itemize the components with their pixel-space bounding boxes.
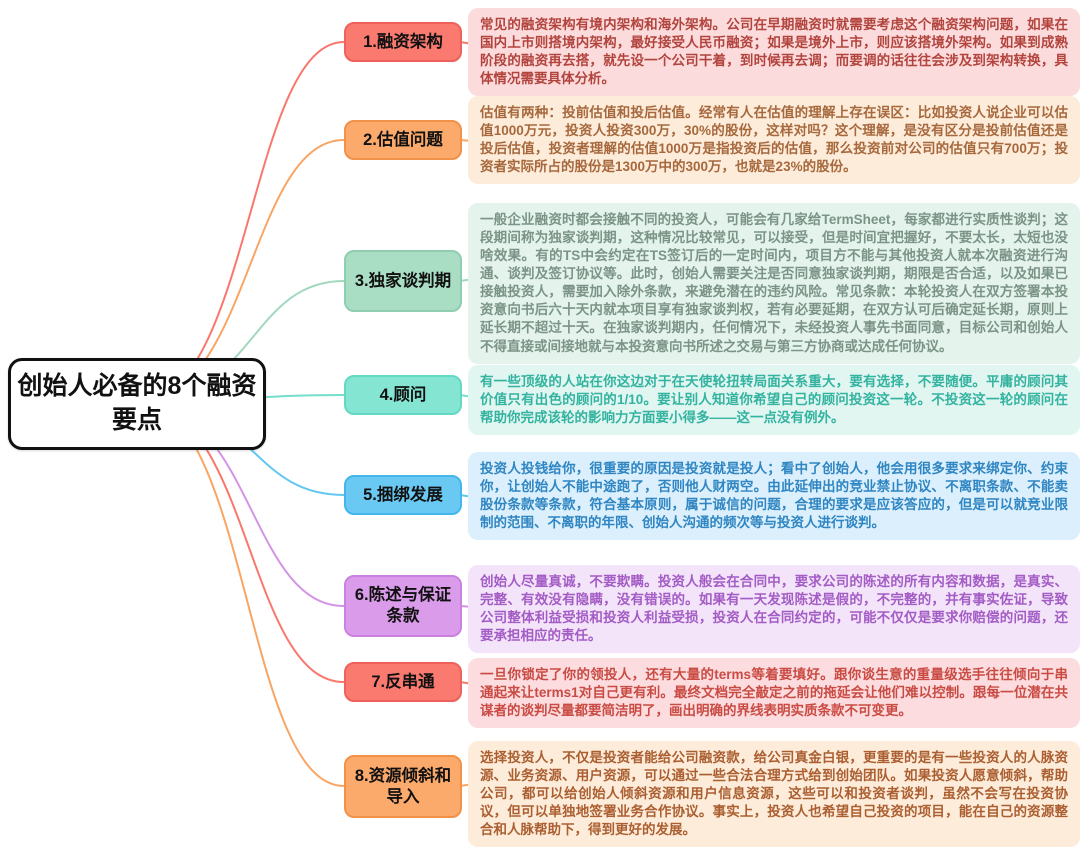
- branch-label-5[interactable]: 5.捆绑发展: [344, 475, 462, 515]
- branch-note-8[interactable]: 选择投资人，不仅是投资者能给公司融资款，给公司真金白银，更重要的是有一些投资人的…: [468, 741, 1080, 847]
- branch-label-3[interactable]: 3.独家谈判期: [344, 250, 462, 312]
- branch-label-4-text: 4.顾问: [379, 385, 427, 404]
- branch-note-4[interactable]: 有一些顶级的人站在你这边对于在天使轮扭转局面关系重大，要有选择，不要随便。平庸的…: [468, 365, 1080, 436]
- branch-label-8[interactable]: 8.资源倾斜和导入: [344, 755, 462, 818]
- branch-label-2[interactable]: 2.估值问题: [344, 120, 462, 160]
- branch-note-6[interactable]: 创始人尽量真诚，不要欺瞒。投资人般会在合同中，要求公司的陈述的所有内容和数据，是…: [468, 565, 1080, 654]
- root-node-title: 创始人必备的8个融资要点: [17, 372, 257, 434]
- branch-line-1: [139, 41, 345, 403]
- branch-note-2[interactable]: 估值有两种：投前估值和投后估值。经常有人在估值的理解上存在误区：比如投资人说企业…: [468, 96, 1080, 185]
- branch-label-7-text: 7.反串通: [371, 672, 435, 691]
- branch-label-2-text: 2.估值问题: [363, 130, 443, 149]
- branch-label-5-text: 5.捆绑发展: [363, 485, 443, 504]
- branch-line-8: [139, 401, 345, 787]
- branch-note-1[interactable]: 常见的融资架构有境内架构和海外架构。公司在早期融资时就需要考虑这个融资架构问题，…: [468, 8, 1080, 97]
- branch-label-3-text: 3.独家谈判期: [354, 271, 452, 290]
- branch-note-3[interactable]: 一般企业融资时都会接触不同的投资人，可能会有几家给TermSheet，每家都进行…: [468, 203, 1080, 364]
- branch-note-5[interactable]: 投资人投钱给你，很重要的原因是投资就是投人；看中了创始人，他会用很多要求来绑定你…: [468, 452, 1080, 541]
- branch-label-7[interactable]: 7.反串通: [344, 662, 462, 702]
- branch-label-4[interactable]: 4.顾问: [344, 375, 462, 415]
- branch-label-1-text: 1.融资架构: [363, 32, 443, 51]
- branch-label-6-text: 6.陈述与保证条款: [354, 586, 452, 625]
- branch-label-6[interactable]: 6.陈述与保证条款: [344, 575, 462, 637]
- root-node[interactable]: 创始人必备的8个融资要点: [8, 358, 266, 450]
- branch-label-8-text: 8.资源倾斜和导入: [354, 766, 452, 806]
- branch-label-1[interactable]: 1.融资架构: [344, 22, 462, 62]
- branch-note-7[interactable]: 一旦你锁定了你的领投人，还有大量的terms等着要填好。跟你谈生意的重量级选手往…: [468, 658, 1080, 729]
